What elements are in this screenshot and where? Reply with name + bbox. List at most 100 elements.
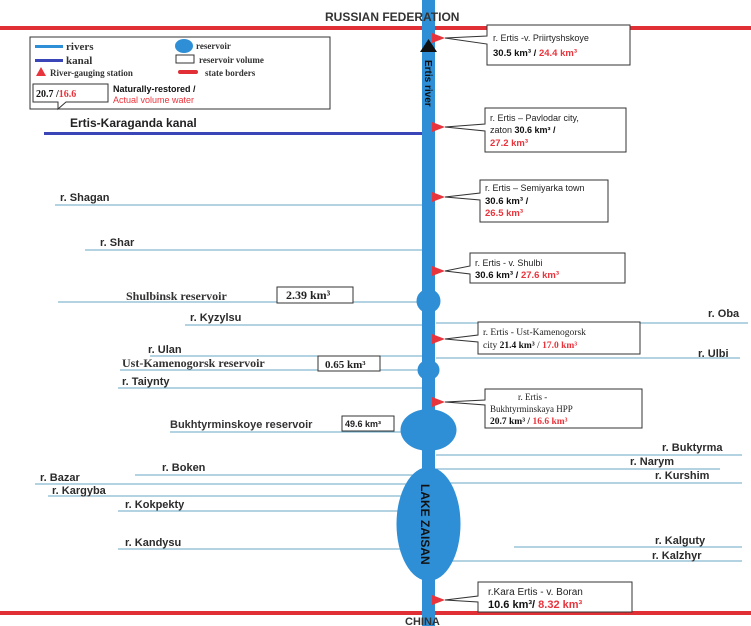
callout-5-sep: / (535, 341, 542, 351)
station-callout-1: r. Ertis -v. Priirtyshskoye 30.5 km³ / 2… (444, 24, 631, 66)
callout-4-sep: / (513, 270, 521, 281)
ust-kam-name: Ust-Kamenogorsk reservoir (122, 356, 265, 370)
callout-7-sep: / (532, 599, 538, 611)
trib-narym: r. Narym (630, 456, 674, 468)
callout-2-line1: r. Ertis – Pavlodar city, (490, 113, 579, 123)
trib-kargyba: r. Kargyba (52, 485, 107, 497)
legend-example-actual: 16.6 (59, 89, 77, 100)
legend-state-borders: state borders (205, 68, 256, 78)
bukhtyrma-name: Bukhtyrminskoye reservoir (170, 419, 313, 431)
callout-2-natural: 30.6 km³ / (515, 125, 557, 135)
callout-3-line1: r. Ertis – Semiyarka town (485, 183, 585, 193)
legend-river-swatch (35, 45, 63, 48)
callout-1-line1: r. Ertis -v. Priirtyshskoye (493, 33, 589, 43)
legend-rivers: rivers (66, 41, 94, 53)
trib-taiynty: r. Taiynty (122, 376, 170, 388)
legend-reservoir-icon (175, 39, 193, 53)
station-callout-6: r. Ertis - Bukhtyrminskaya HPP 20.7 km³ … (444, 388, 643, 429)
border-top-label: RUSSIAN FEDERATION (325, 10, 459, 24)
callout-1-natural: 30.5 km³ (493, 48, 531, 59)
callout-6-line1: r. Ertis - (518, 392, 547, 402)
legend: rivers kanal reservoir reservoir volume … (29, 36, 331, 111)
legend-example: 20.7 /16.6 (36, 89, 76, 100)
trib-kokpekty: r. Kokpekty (125, 499, 185, 511)
callout-3-box (444, 179, 609, 223)
callout-5-box (444, 321, 641, 355)
trib-kurshim: r. Kurshim (655, 470, 710, 482)
border-top (0, 26, 751, 30)
trib-ulan: r. Ulan (148, 344, 182, 356)
station-flag-7 (432, 595, 445, 605)
legend-example-natural: 20.7 (36, 89, 54, 100)
lake-zaisan (396, 467, 461, 581)
station-flag-3 (432, 192, 445, 202)
station-callout-5: r. Ertis - Ust-Kamenogorsk city 21.4 km³… (444, 321, 641, 355)
legend-border-swatch (178, 70, 198, 74)
lake-label: LAKE ZAISAN (418, 484, 432, 565)
ust-kam-volume-box (317, 355, 381, 372)
callout-2-actual: 27.2 km³ (490, 138, 528, 149)
trib-ulbi: r. Ulbi (698, 348, 729, 360)
trib-kandysu: r. Kandysu (125, 537, 181, 549)
callout-5-values: city 21.4 km³ / 17.0 km³ (483, 341, 577, 351)
legend-volume-swatch (175, 54, 195, 64)
legend-kanal-swatch (35, 59, 63, 62)
callout-1-box (444, 24, 631, 66)
station-flag-5 (432, 334, 445, 344)
callout-7-natural: 10.6 km³ (488, 599, 532, 611)
callout-2-prefix: zaton (490, 125, 515, 135)
legend-reservoir: reservoir (196, 41, 231, 51)
station-flags (432, 33, 445, 605)
ust-kam-volume: 0.65 km³ (325, 359, 366, 371)
legend-example-sep: / (54, 89, 60, 100)
station-callout-4: r. Ertis - v. Shulbi 30.6 km³ / 27.6 km³ (444, 252, 626, 284)
callout-6-sep: / (525, 417, 532, 427)
callout-7-actual: 8.32 km³ (538, 599, 582, 611)
callout-4-values: 30.6 km³ / 27.6 km³ (475, 270, 559, 281)
trib-shagan: r. Shagan (60, 192, 110, 204)
reservoir-labels: Shulbinsk reservoir 2.39 km³ Ust-Kamenog… (122, 286, 395, 432)
callout-5-actual: 17.0 km³ (542, 341, 577, 351)
station-flag-6 (432, 397, 445, 407)
trib-oba: r. Oba (708, 308, 740, 320)
legend-reservoir-volume: reservoir volume (199, 55, 264, 65)
callout-6-line2: Bukhtyrminskaya HPP (490, 404, 573, 414)
station-flag-1 (432, 33, 445, 43)
kanal-line (44, 132, 424, 135)
trib-kalzhyr: r. Kalzhyr (652, 550, 702, 562)
kanal-label: Ertis-Karaganda kanal (70, 116, 197, 130)
callout-5-natural: 21.4 km³ (500, 341, 535, 351)
callout-5-line1: r. Ertis - Ust-Kamenogorsk (483, 328, 586, 338)
callout-1-values: 30.5 km³ / 24.4 km³ (493, 48, 577, 59)
trib-buktyrma: r. Buktyrma (662, 442, 723, 454)
trib-kyzylsu: r. Kyzylsu (190, 312, 241, 324)
bukhtyrma-reservoir-icon (400, 409, 457, 451)
border-bottom (0, 611, 751, 615)
callout-6-values: 20.7 km³ / 16.6 km³ (490, 417, 568, 427)
trib-shar: r. Shar (100, 237, 135, 249)
right-tributary-labels: r. Oba r. Ulbi r. Buktyrma r. Narym r. K… (630, 308, 740, 562)
callout-6-actual: 16.6 km³ (532, 417, 567, 427)
callout-5-prefix: city (483, 341, 500, 351)
station-flag-4 (432, 266, 445, 276)
legend-callout-box (32, 83, 109, 111)
callout-1-sep: / (531, 48, 539, 59)
shulbinsk-name: Shulbinsk reservoir (126, 289, 227, 303)
callout-3-natural: 30.6 km³ / (485, 196, 529, 207)
callout-7-line1: r.Kara Ertis - v. Boran (488, 587, 583, 598)
tributary-lines (35, 204, 748, 562)
legend-kanal: kanal (66, 55, 92, 67)
shulbinsk-reservoir-icon (416, 289, 441, 313)
left-tributary-labels: r. Shagan r. Shar r. Kyzylsu r. Ulan r. … (40, 192, 241, 549)
station-callout-2: r. Ertis – Pavlodar city, zaton 30.6 km³… (444, 107, 627, 153)
trib-kalguty: r. Kalguty (655, 535, 706, 547)
callout-7-values: 10.6 km³/ 8.32 km³ (488, 599, 583, 611)
callout-6-box (444, 388, 643, 429)
ust-kam-reservoir-icon (417, 360, 440, 380)
trib-boken: r. Boken (162, 462, 206, 474)
callout-6-natural: 20.7 km³ (490, 417, 525, 427)
callout-4-box (444, 252, 626, 284)
callout-4-line1: r. Ertis - v. Shulbi (475, 258, 542, 268)
